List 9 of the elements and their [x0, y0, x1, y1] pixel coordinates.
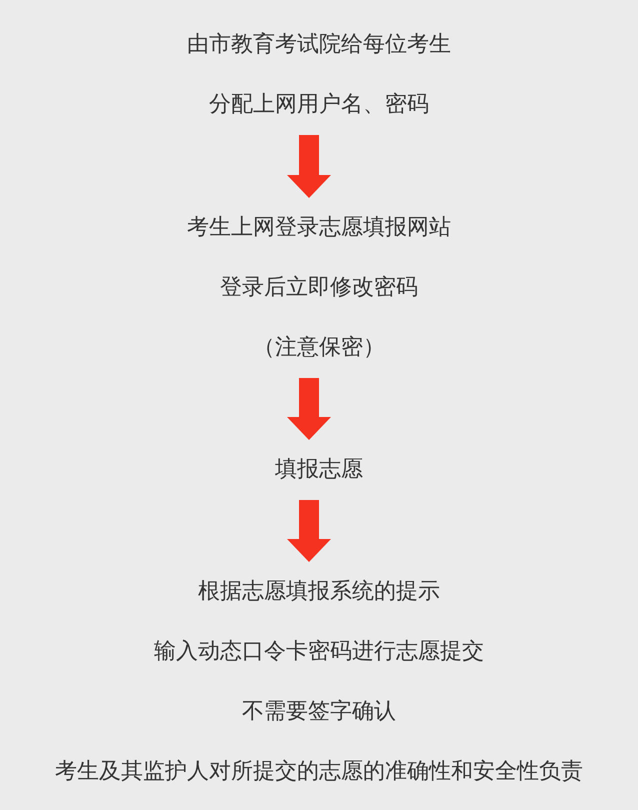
step-text: 由市教育考试院给每位考生分配上网用户名、密码 — [187, 31, 451, 119]
step-text: 考生及其监护人对所提交的志愿的准确性和安全性负责 — [55, 758, 583, 786]
step-text: （注意保密） — [252, 334, 386, 362]
step-text: 输入动态口令卡密码进行志愿提交 — [153, 638, 485, 666]
step-text: 登录后立即修改密码 — [219, 274, 419, 302]
step-text: 填报志愿 — [275, 456, 363, 484]
step-text: 不需要签字确认 — [241, 698, 397, 726]
step-text: 考生上网登录志愿填报网站 — [187, 214, 451, 242]
step-text: 根据志愿填报系统的提示 — [197, 578, 441, 606]
